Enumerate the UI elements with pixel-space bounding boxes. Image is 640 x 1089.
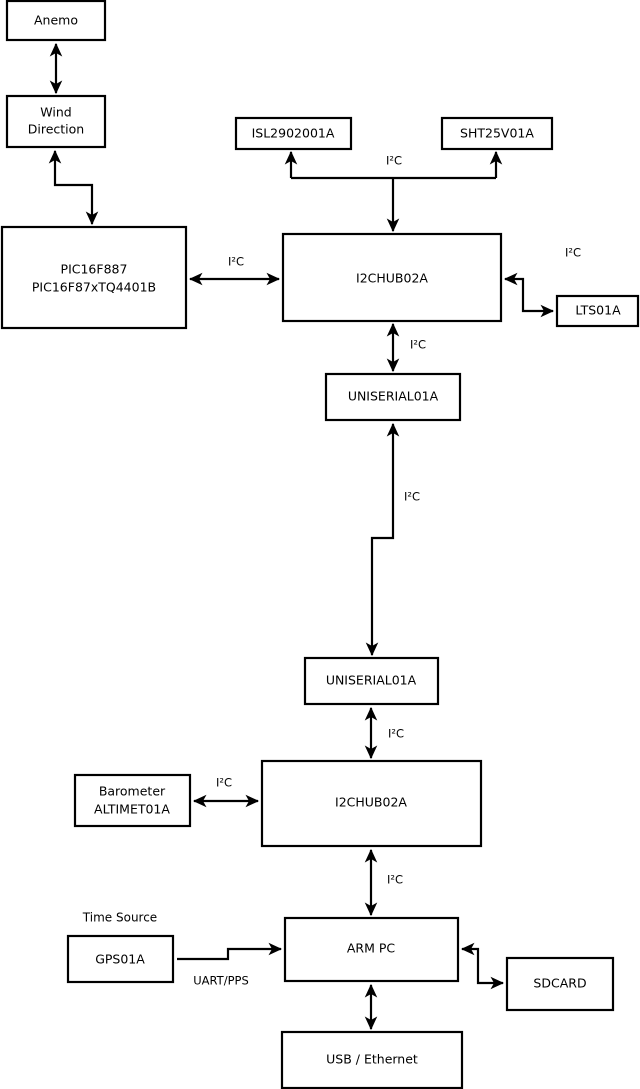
node-gps01a[interactable]: GPS01A — [66, 934, 175, 984]
node-rect-uniserial01a-bottom[interactable] — [303, 656, 440, 706]
node-rect-gps01a[interactable] — [66, 934, 175, 984]
node-rect-sdcard[interactable] — [505, 956, 615, 1012]
edge-hubbot-armpc: I²C — [364, 848, 403, 917]
node-label-pic-line1: PIC16F887 — [61, 262, 128, 277]
node-pic-mcu[interactable]: PIC16F887 PIC16F87xTQ4401B — [0, 225, 188, 330]
node-rect-barometer[interactable] — [73, 773, 192, 828]
edge-label-sensor-bus: I²C — [386, 154, 402, 168]
edge-label-pic-hub: I²C — [228, 255, 244, 269]
edge-uniserial-link: I²C — [365, 422, 420, 657]
edge-label-gps-armpc: UART/PPS — [193, 974, 249, 988]
node-label-pic-line2: PIC16F87xTQ4401B — [32, 280, 156, 295]
edge-label-uniserial-hubbot: I²C — [388, 727, 404, 741]
node-label-isl2902001a: ISL2902001A — [252, 126, 335, 141]
edge-label-hub-uniserial: I²C — [410, 338, 426, 352]
edge-label-uniserial-link: I²C — [404, 490, 420, 504]
node-i2chub02a-top[interactable]: I2CHUB02A — [281, 232, 503, 323]
node-sdcard[interactable]: SDCARD — [505, 956, 615, 1012]
node-label-sht25v01a: SHT25V01A — [460, 126, 534, 141]
node-label-wind-direction-line2: Direction — [28, 122, 84, 137]
node-rect-wind-direction[interactable] — [5, 94, 107, 149]
node-label-i2chub02a-bottom: I2CHUB02A — [335, 795, 407, 810]
edge-line-uniserial-link — [365, 422, 400, 657]
node-rect-i2chub02a-bottom[interactable] — [260, 759, 483, 848]
node-label-anemo: Anemo — [34, 13, 78, 28]
node-label-lts01a: LTS01A — [575, 303, 621, 318]
edge-line-hubtop-lts — [503, 272, 555, 318]
edge-hubtop-sensors: I²C — [284, 150, 503, 233]
node-anemo[interactable]: Anemo — [5, 0, 107, 42]
node-isl2902001a[interactable]: ISL2902001A — [234, 116, 353, 151]
node-rect-anemo[interactable] — [5, 0, 107, 42]
edge-barometer-hubbot: I²C — [192, 776, 260, 808]
node-arm-pc[interactable]: ARM PC — [283, 916, 460, 983]
node-rect-usb-ethernet[interactable] — [280, 1030, 464, 1089]
node-uniserial01a-top[interactable]: UNISERIAL01A — [324, 372, 462, 422]
edge-uniserialbot-hubbot: I²C — [364, 706, 404, 760]
edge-hubtop-lts: I²C — [503, 246, 581, 318]
node-rect-arm-pc[interactable] — [283, 916, 460, 983]
node-usb-ethernet[interactable]: USB / Ethernet — [280, 1030, 464, 1089]
edge-gps-armpc: UART/PPS — [177, 942, 283, 988]
edge-line-wind-pic — [48, 149, 99, 226]
node-i2chub02a-bottom[interactable]: I2CHUB02A — [260, 759, 483, 848]
edge-armpc-sdcard — [460, 942, 505, 990]
node-rect-sht25v01a[interactable] — [440, 116, 554, 151]
label-time-source: Time Source — [82, 911, 157, 925]
edge-pic-hubtop: I²C — [188, 255, 281, 286]
edge-line-armpc-sdcard — [460, 942, 505, 990]
node-sht25v01a[interactable]: SHT25V01A — [440, 116, 554, 151]
node-label-i2chub02a-top: I2CHUB02A — [356, 271, 428, 286]
edge-label-hub-lts: I²C — [565, 246, 581, 260]
edge-label-hubbot-armpc: I²C — [387, 873, 403, 887]
node-label-barometer-line2: ALTIMET01A — [94, 802, 170, 817]
node-label-uniserial01a-top: UNISERIAL01A — [348, 389, 439, 404]
node-rect-i2chub02a-top[interactable] — [281, 232, 503, 323]
node-label-usb-ethernet: USB / Ethernet — [326, 1052, 418, 1067]
edge-label-barometer-hub: I²C — [216, 776, 232, 790]
node-barometer[interactable]: Barometer ALTIMET01A — [73, 773, 192, 828]
node-label-wind-direction-line1: Wind — [40, 105, 71, 120]
node-wind-direction[interactable]: Wind Direction — [5, 94, 107, 149]
node-uniserial01a-bottom[interactable]: UNISERIAL01A — [303, 656, 440, 706]
node-label-sdcard: SDCARD — [533, 976, 586, 991]
node-label-barometer-line1: Barometer — [99, 784, 166, 799]
node-rect-pic-mcu[interactable] — [0, 225, 188, 330]
edge-line-gps-armpc — [177, 942, 283, 961]
node-rect-lts01a[interactable] — [555, 294, 640, 328]
edge-hubtop-uniserialtop: I²C — [386, 322, 426, 373]
node-label-arm-pc: ARM PC — [347, 941, 396, 956]
node-rect-isl2902001a[interactable] — [234, 116, 353, 151]
node-label-gps01a: GPS01A — [95, 952, 145, 967]
node-rect-uniserial01a-top[interactable] — [324, 372, 462, 422]
edge-wind-pic — [48, 149, 99, 226]
node-label-uniserial01a-bottom: UNISERIAL01A — [326, 673, 417, 688]
node-lts01a[interactable]: LTS01A — [555, 294, 640, 328]
